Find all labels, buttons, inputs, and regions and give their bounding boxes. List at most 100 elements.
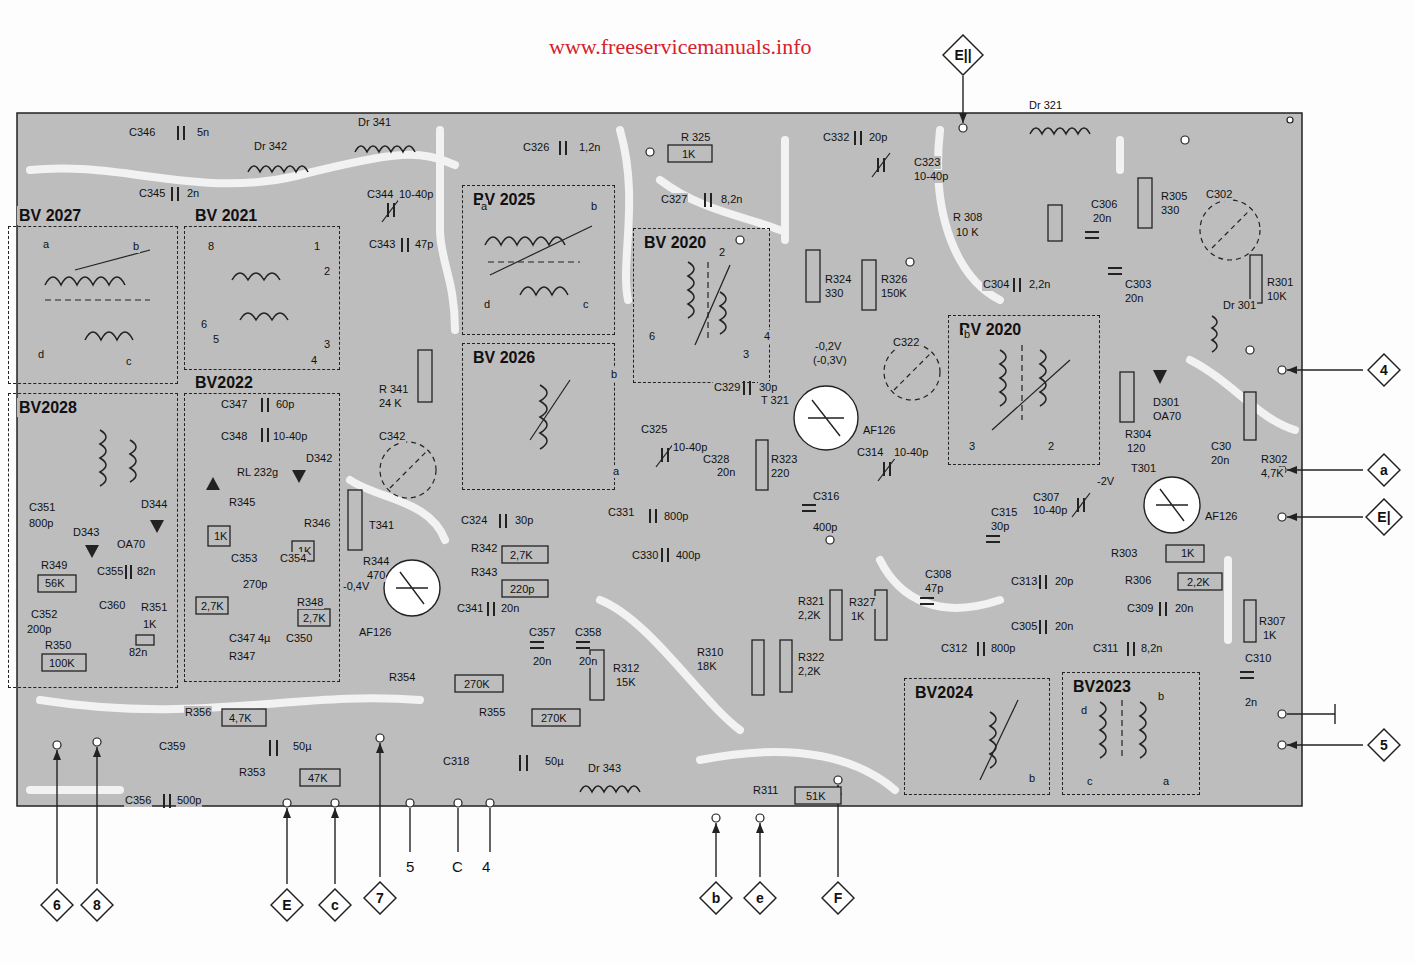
- capacitor-part: [1108, 268, 1122, 274]
- component-label: C331: [607, 506, 635, 519]
- resistor-part: [1244, 392, 1256, 440]
- component-label: R350: [44, 639, 72, 652]
- resistor-part: [196, 597, 228, 614]
- component-label: 2,7K: [200, 600, 225, 613]
- solder-pad-part: [406, 799, 414, 807]
- diode-part: [1153, 370, 1167, 384]
- coil-part: [580, 786, 640, 792]
- transistor-part: [1144, 477, 1200, 533]
- coil-can-label: BV 2021: [193, 206, 259, 225]
- copper-gap-part: [700, 752, 895, 790]
- component-label: 47p: [414, 238, 434, 251]
- component-label: 6: [648, 330, 656, 343]
- resistor-part: [806, 250, 820, 302]
- capacitor-part: [576, 642, 590, 648]
- component-label: C327: [660, 193, 688, 206]
- terminal-label: c: [331, 897, 339, 913]
- capacitor-part: [500, 514, 506, 528]
- board-line-part: [379, 743, 380, 877]
- component-label: T301: [1130, 462, 1157, 475]
- component-label: C344: [366, 188, 394, 201]
- coil-can-label: BV2022: [193, 373, 255, 392]
- resistor-part: [1178, 573, 1222, 590]
- component-label: 1,2n: [578, 141, 601, 154]
- resistor-part: [830, 590, 842, 640]
- arrowhead-part: [756, 823, 764, 833]
- capacitor-part: [262, 398, 268, 412]
- coil-part: [100, 430, 106, 486]
- component-label: C305: [1010, 620, 1038, 633]
- component-label: R347: [228, 650, 256, 663]
- diodes: [85, 370, 1167, 558]
- capacitor-part: [172, 187, 178, 201]
- component-label: R355: [478, 706, 506, 719]
- component-label: 18K: [696, 660, 718, 673]
- component-label: 2,2n: [1028, 278, 1051, 291]
- coil-part: [240, 313, 288, 320]
- component-label: 20n: [532, 655, 552, 668]
- component-label: C306: [1090, 198, 1118, 211]
- copper-gap-part: [781, 140, 789, 240]
- component-label: C347: [228, 632, 256, 645]
- component-label: R351: [140, 601, 168, 614]
- board-line-part: [1287, 744, 1363, 745]
- board-line-part: [96, 747, 97, 884]
- component-label: 4µ: [257, 632, 271, 645]
- terminal-diamond: c: [318, 888, 352, 922]
- component-label: C324: [460, 514, 488, 527]
- terminal-diamond: 5: [1367, 728, 1401, 762]
- component-label: 20n: [1124, 292, 1144, 305]
- transistor-leads: [396, 400, 1188, 604]
- component-label: C311: [1092, 642, 1119, 655]
- copper-gap-part: [1190, 360, 1295, 430]
- coil-can-label: BV 2026: [471, 348, 537, 367]
- coil-part: [232, 273, 280, 280]
- component-label: R304: [1124, 428, 1152, 441]
- component-label: 20p: [868, 131, 888, 144]
- board-line-part: [489, 808, 490, 852]
- diamond-shape: [1366, 499, 1402, 535]
- arrowhead-part: [959, 113, 967, 123]
- copper-gap-part: [660, 180, 780, 230]
- component-label: 10-40p: [913, 170, 949, 183]
- component-label: b: [1157, 690, 1165, 703]
- component-label: R 341: [378, 383, 409, 396]
- component-label: 150K: [880, 287, 908, 300]
- component-label: C354: [279, 552, 307, 565]
- terminal-name: 5: [405, 858, 415, 875]
- component-label: C345: [138, 187, 166, 200]
- component-label: C30: [1210, 440, 1232, 453]
- copper-gap-part: [30, 155, 455, 184]
- component-label: R312: [612, 662, 640, 675]
- terminal-label: 4: [1380, 362, 1388, 378]
- diamond-shape: [700, 882, 732, 914]
- tuning-arrow-part: [992, 360, 1070, 430]
- copper-gap-part: [30, 786, 120, 794]
- component-label: C343: [368, 238, 396, 251]
- solder-pad-part: [454, 799, 462, 807]
- resistor-part: [1244, 600, 1256, 642]
- solder-pad-part: [646, 148, 654, 156]
- component-label: 2: [323, 265, 331, 278]
- tuning-arrows: [75, 226, 1070, 780]
- component-label: C326: [522, 141, 550, 154]
- resistor-part: [668, 145, 712, 162]
- component-label: a: [480, 200, 488, 213]
- terminal-label: E||: [954, 47, 971, 63]
- component-label: R302: [1260, 453, 1288, 466]
- diamond-shape: [364, 882, 396, 914]
- component-label: R 325: [680, 131, 711, 144]
- terminal-label: E: [282, 897, 291, 913]
- capacitor-part: [560, 141, 566, 155]
- terminal-diamond: E: [270, 888, 304, 922]
- solder-pad-part: [1287, 117, 1293, 123]
- component-label: 20p: [1054, 575, 1074, 588]
- copper-gap-part: [938, 130, 1000, 300]
- coil-core-part: [45, 299, 150, 300]
- board-line-part: [409, 808, 410, 852]
- diamond-shape: [81, 889, 113, 921]
- component-label: R322: [797, 651, 825, 664]
- solder-pad-part: [959, 124, 967, 132]
- component-label: 2,2K: [797, 665, 822, 678]
